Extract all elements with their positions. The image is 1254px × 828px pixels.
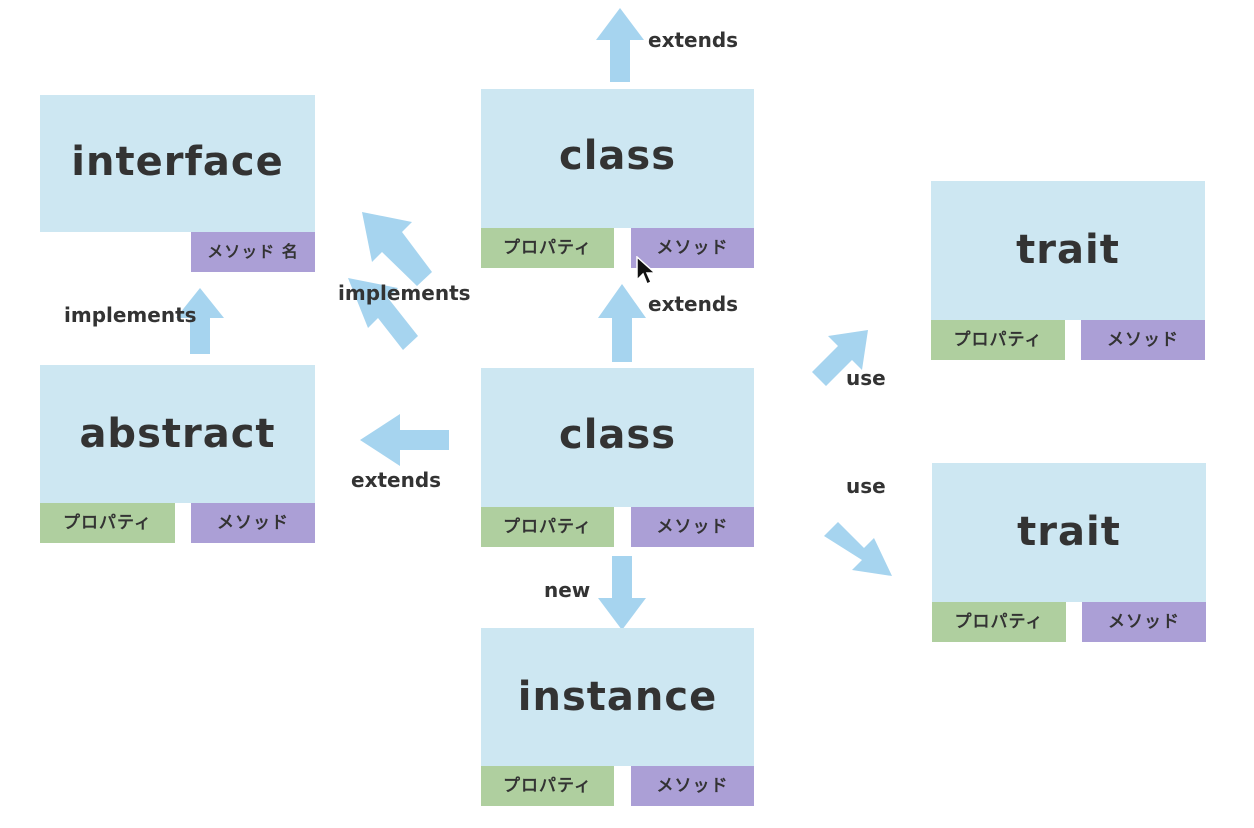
abstract-box: abstract xyxy=(40,365,315,503)
box-title: instance xyxy=(517,674,718,720)
class-top-box: class xyxy=(481,89,754,228)
arrow-new xyxy=(598,556,646,630)
instance-method-tag: メソッド xyxy=(631,766,754,806)
interface-box: interface xyxy=(40,95,315,232)
arrow-abstract-implements xyxy=(176,288,224,354)
arrow-implements-upper xyxy=(362,212,432,286)
instance-property-tag: プロパティ xyxy=(481,766,614,806)
trait-bottom-method-tag: メソッド xyxy=(1082,602,1206,642)
trait-top-property-tag: プロパティ xyxy=(931,320,1065,360)
label-extends-top: extends xyxy=(648,28,739,52)
trait-top-box: trait xyxy=(931,181,1205,320)
label-implements-center: implements xyxy=(338,281,471,305)
arrow-extends-top xyxy=(596,8,644,82)
arrow-use-bottom xyxy=(824,522,892,576)
class-main-method-tag: メソッド xyxy=(631,507,754,547)
mouse-cursor-icon xyxy=(636,256,656,286)
arrow-class-extends xyxy=(598,284,646,362)
trait-bottom-property-tag: プロパティ xyxy=(932,602,1066,642)
box-title: trait xyxy=(1017,509,1121,555)
label-use-bottom: use xyxy=(846,474,886,498)
label-new: new xyxy=(544,578,591,602)
trait-top-method-tag: メソッド xyxy=(1081,320,1205,360)
box-title: class xyxy=(558,412,677,458)
label-implements-left: implements xyxy=(64,303,197,327)
box-title: abstract xyxy=(79,411,276,457)
class-top-method-tag: メソッド xyxy=(631,228,754,268)
arrow-abstract-extends xyxy=(360,414,449,466)
arrow-implements-lower xyxy=(348,278,418,350)
box-title: trait xyxy=(1016,227,1120,273)
label-use-top: use xyxy=(846,366,886,390)
abstract-property-tag: プロパティ xyxy=(40,503,175,543)
instance-box: instance xyxy=(481,628,754,766)
trait-bottom-box: trait xyxy=(932,463,1206,602)
label-class-extends: extends xyxy=(648,292,739,316)
class-main-box: class xyxy=(481,368,754,507)
interface-method-tag: メソッド 名 xyxy=(191,232,315,272)
class-top-property-tag: プロパティ xyxy=(481,228,614,268)
class-main-property-tag: プロパティ xyxy=(481,507,614,547)
arrow-use-top xyxy=(812,330,868,386)
abstract-method-tag: メソッド xyxy=(191,503,315,543)
box-title: class xyxy=(558,133,677,179)
box-title: interface xyxy=(71,139,284,185)
label-abstract-extends: extends xyxy=(351,468,442,492)
